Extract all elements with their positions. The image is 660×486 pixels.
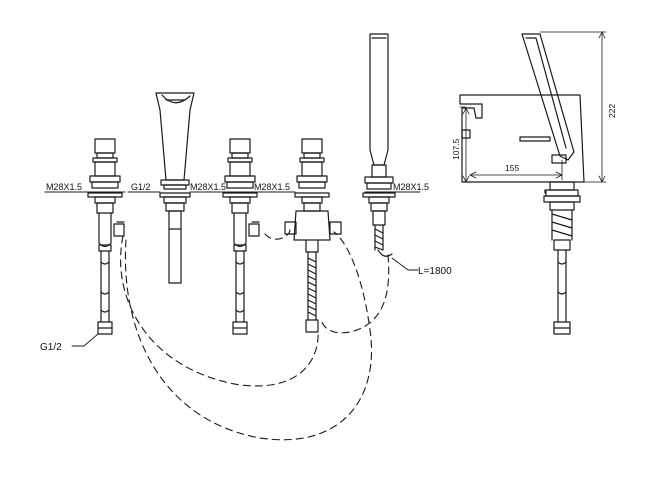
dim-height-total: 222 bbox=[607, 104, 617, 118]
label-leaders bbox=[44, 191, 421, 347]
valve-left bbox=[87, 138, 125, 335]
label-thread-valve-middle: M28X1.5 bbox=[190, 182, 226, 192]
hand-shower bbox=[362, 33, 396, 257]
label-thread-spout: G1/2 bbox=[131, 182, 151, 192]
valve-middle bbox=[222, 138, 260, 335]
dimension-lines bbox=[459, 31, 607, 183]
label-hose-length: L=1800 bbox=[418, 266, 452, 277]
dashed-hoses bbox=[120, 229, 390, 441]
hose-left-to-diverter bbox=[120, 235, 319, 387]
hose-shower-loop bbox=[321, 254, 390, 334]
label-thread-shower: M28X1.5 bbox=[393, 182, 429, 192]
spout bbox=[155, 92, 195, 284]
label-thread-diverter: M28X1.5 bbox=[254, 182, 290, 192]
hose-long-loop bbox=[124, 231, 372, 441]
hose-mid-to-diverter bbox=[264, 229, 291, 240]
text-labels: M28X1.5 G1/2 M28X1.5 M28X1.5 M28X1.5 L=1… bbox=[40, 104, 617, 353]
label-hose-connector: G1/2 bbox=[40, 342, 62, 353]
label-thread-valve-left: M28X1.5 bbox=[46, 182, 82, 192]
diverter-valve bbox=[284, 138, 342, 333]
side-view-faucet bbox=[459, 33, 585, 335]
dim-height-spout: 107.5 bbox=[451, 138, 461, 160]
dim-reach: 155 bbox=[505, 163, 519, 173]
